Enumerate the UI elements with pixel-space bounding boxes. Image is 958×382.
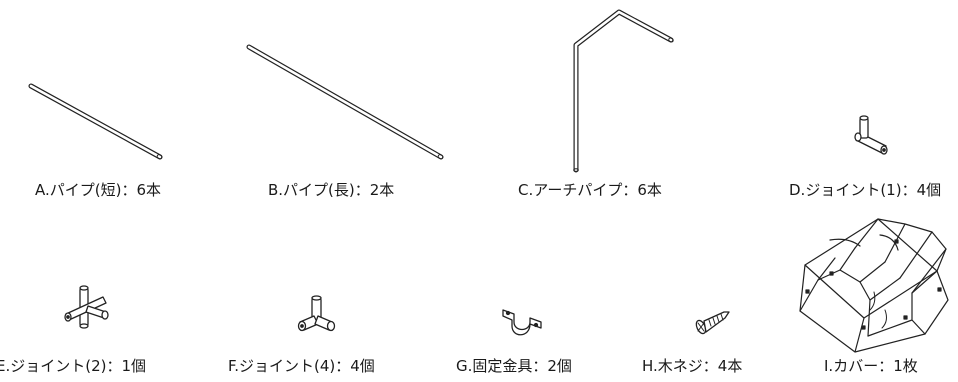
joint-4-icon xyxy=(297,295,336,332)
bracket-icon xyxy=(502,309,542,336)
part-d-label: D.ジョイント(1)：4個 xyxy=(789,181,942,199)
screw-icon xyxy=(695,311,730,335)
part-e-label: E.ジョイント(2)：1個 xyxy=(0,357,147,375)
long-pipe-icon xyxy=(246,44,444,160)
arch-pipe-icon xyxy=(573,9,674,173)
joint-1-icon xyxy=(854,115,888,155)
cover-icon xyxy=(799,218,949,353)
part-b-label: B.パイプ(長)：2本 xyxy=(268,181,395,199)
joint-2-icon xyxy=(64,285,109,329)
part-g-label: G.固定金具：2個 xyxy=(456,357,572,375)
part-f-label: F.ジョイント(4)：4個 xyxy=(228,357,375,375)
part-h-label: H.木ネジ：4本 xyxy=(642,357,743,375)
part-i-label: I.カバー：1枚 xyxy=(824,357,918,375)
part-a-label: A.パイプ(短)：6本 xyxy=(35,181,162,199)
short-pipe-icon xyxy=(28,83,163,160)
part-c-label: C.アーチパイプ：6本 xyxy=(518,181,662,199)
